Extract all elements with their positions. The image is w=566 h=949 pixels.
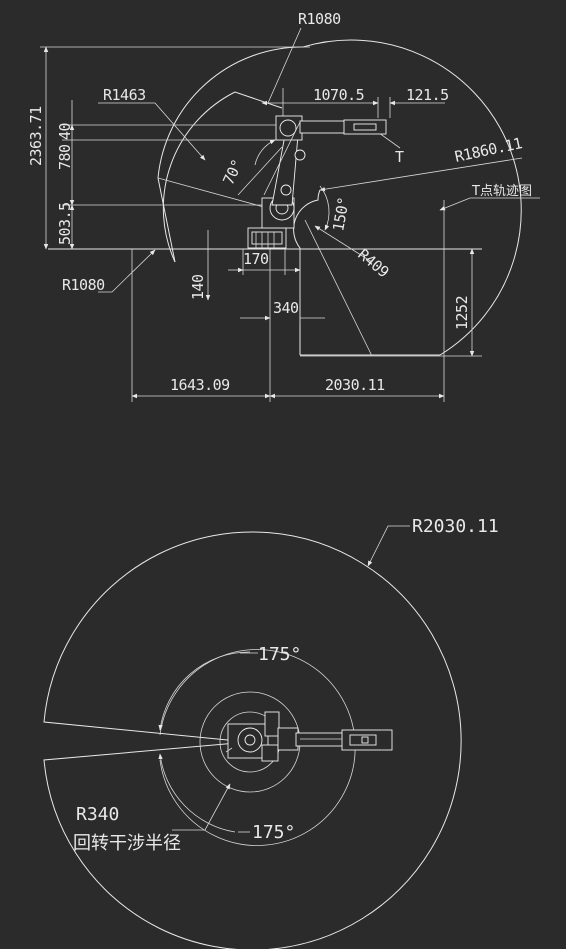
label-r2030: R2030.11 — [412, 516, 499, 537]
label-503: 503.5 — [56, 202, 74, 245]
inner-lower-arc — [293, 189, 321, 355]
label-2363: 2363.71 — [27, 106, 45, 166]
outer-rotation-envelope — [43, 531, 462, 949]
label-t-trajectory: T点轨迹图 — [471, 184, 532, 199]
label-1252: 1252 — [453, 296, 471, 330]
inner-envelope-arc — [162, 91, 283, 263]
label-interference-radius: 回转干涉半径 — [73, 833, 181, 854]
label-1070-5: 1070.5 — [313, 86, 364, 104]
label-2030: 2030.11 — [325, 376, 385, 394]
label-175-top: 175° — [258, 644, 301, 665]
top-view: R2030.11 175° 175° R340 回转干涉半径 — [43, 516, 499, 949]
label-r1080-top: R1080 — [298, 10, 341, 28]
outer-envelope-arc — [157, 39, 522, 356]
label-1643: 1643.09 — [170, 376, 230, 394]
label-175-bottom: 175° — [252, 822, 295, 843]
label-r1860: R1860.11 — [453, 134, 524, 166]
label-150deg: 150° — [329, 196, 353, 233]
label-70deg: 70° — [219, 157, 246, 188]
label-r1080-bottom: R1080 — [62, 276, 105, 294]
label-r340: R340 — [76, 804, 119, 825]
label-780: 780 — [56, 144, 74, 170]
robot-top-body — [225, 711, 393, 762]
label-r409: R409 — [354, 245, 392, 281]
label-121-5: 121.5 — [406, 86, 449, 104]
side-view: R1080 R1463 1070.5 121.5 R1860.11 T T点轨迹… — [27, 10, 540, 402]
label-340: 340 — [273, 299, 299, 317]
label-r1463: R1463 — [103, 86, 146, 104]
robot-side-body — [247, 115, 387, 249]
label-40: 40 — [56, 122, 74, 140]
label-140: 140 — [189, 274, 207, 300]
label-170: 170 — [243, 250, 269, 268]
lower-sweep — [304, 219, 373, 357]
label-t-mark: T — [395, 148, 404, 166]
